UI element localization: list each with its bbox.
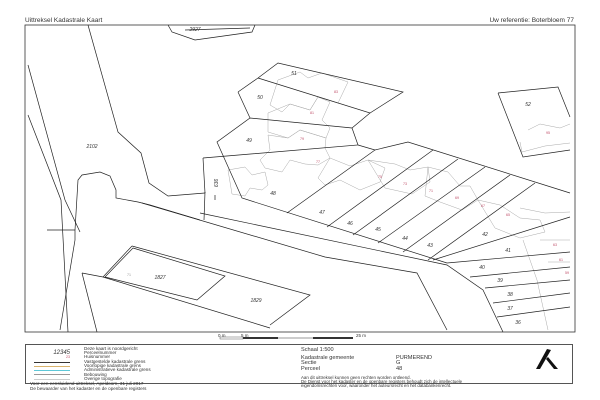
parcel-labels: 2927 2102 51 50 49 48 47 46 45 44 43 42 … <box>85 27 531 326</box>
reference-text: Uw referentie: Boterbloem 77 <box>489 17 574 24</box>
municipality-label: Kadastrale gemeente <box>301 355 355 362</box>
parcel-label: 45 <box>375 227 381 233</box>
house-number: 95 <box>546 131 550 135</box>
legend-line-fixed <box>34 361 70 363</box>
legend-line-topography <box>34 378 70 380</box>
disclaimer-line: De Dienst voor het kadaster en de openba… <box>301 379 463 385</box>
parcel-label: Perceel <box>301 365 320 372</box>
disclaimer-line: Aan dit uittreksel kunnen geen rechten w… <box>301 374 411 380</box>
parcel-value: 48 <box>396 365 403 372</box>
parcel-label: 636 <box>214 179 220 188</box>
parcel-label: 48 <box>270 191 276 197</box>
house-number: 65 <box>506 213 510 217</box>
parcel-label: 47 <box>319 210 325 216</box>
parcel-label: 43 <box>427 243 433 249</box>
legend: Deze kaart is noordgericht 12345 Perceeln… <box>30 345 300 392</box>
house-number: 83 <box>334 90 338 94</box>
scale-label-5: 5 m <box>241 333 249 338</box>
parcel-label: 1827 <box>154 275 165 281</box>
house-number: 75 <box>378 175 382 179</box>
parcel-label: 39 <box>497 278 503 284</box>
parcel-info: Schaal 1:500 Kadastrale gemeente PURMEREN… <box>301 347 571 389</box>
house-number: 63 <box>553 243 557 247</box>
legend-item: Perceelnummer <box>84 350 117 356</box>
house-number: 77 <box>316 160 320 164</box>
document-title: Uittreksel Kadastrale Kaart <box>25 17 103 24</box>
municipality-value: PURMEREND <box>396 355 433 362</box>
buildings <box>227 71 571 331</box>
parcel-boundaries <box>27 24 571 333</box>
legend-line-provisional <box>34 365 70 367</box>
parcel-label: 1829 <box>250 298 261 304</box>
house-number: 61 <box>559 258 563 262</box>
house-number: 67 <box>481 204 485 208</box>
parcel-label: 41 <box>505 248 511 254</box>
house-number: 59 <box>565 271 569 275</box>
legend-item: Administratieve kadastrale grens <box>84 367 151 373</box>
map-frame <box>24 24 576 333</box>
scale-label-25: 25 m <box>356 333 367 338</box>
legend-line-administrative <box>34 370 70 372</box>
parcel-label: 49 <box>246 138 252 144</box>
legend-line-building <box>34 374 70 376</box>
parcel-label: 50 <box>257 95 263 101</box>
legend-item: Deze kaart is noordgericht <box>84 345 138 351</box>
house-number: 71 <box>429 189 433 193</box>
section-label: Sectie <box>301 360 317 367</box>
legend-house-sample: 23 <box>66 355 70 360</box>
parcel-label: 2102 <box>85 144 97 150</box>
parcel-label: 2927 <box>188 27 200 33</box>
scale-bar <box>219 336 353 340</box>
legend-item: Huisnummer <box>84 354 111 360</box>
house-number: 69 <box>455 196 459 200</box>
legend-panel: Deze kaart is noordgericht 12345 Perceeln… <box>25 344 573 391</box>
house-number: 81 <box>310 111 314 115</box>
legend-item: Bebouwing <box>84 371 107 377</box>
legend-item: Vastgestelde kadastrale grens <box>84 358 146 364</box>
parcel-label: 37 <box>507 306 513 312</box>
parcel-label: 40 <box>479 265 485 271</box>
legend-footer-2: De bewaarder van het kadaster en de open… <box>30 385 147 391</box>
parcel-label: 51 <box>291 71 297 77</box>
legend-item: Overige topografie <box>84 375 122 381</box>
house-number: 79 <box>300 137 304 141</box>
parcel-label: 42 <box>482 232 488 238</box>
legend-footer-1: Voor een eensluidend uittreksel, Apeldoo… <box>30 381 144 387</box>
house-number-labels: 83 81 79 77 75 73 71 69 67 65 63 61 59 9… <box>127 90 569 277</box>
disclaimer-line: eigendomsrechten voor, waaronder het aut… <box>301 383 452 389</box>
scale-label-0: 0 m <box>218 333 226 338</box>
legend-item: Voorlopige kadastrale grens <box>84 363 141 369</box>
parcel-label: 46 <box>347 221 353 227</box>
kadaster-logo-icon <box>536 349 558 369</box>
scale-text: Schaal 1:500 <box>301 347 334 353</box>
parcel-label: 38 <box>507 292 513 298</box>
parcel-label: 52 <box>525 102 531 108</box>
parcel-label: 36 <box>515 320 521 326</box>
house-number: 73 <box>403 182 407 186</box>
house-number: 71 <box>127 273 131 277</box>
section-value: G <box>396 360 401 367</box>
parcel-label: 44 <box>402 236 408 242</box>
legend-parcel-sample: 12345 <box>53 350 70 357</box>
